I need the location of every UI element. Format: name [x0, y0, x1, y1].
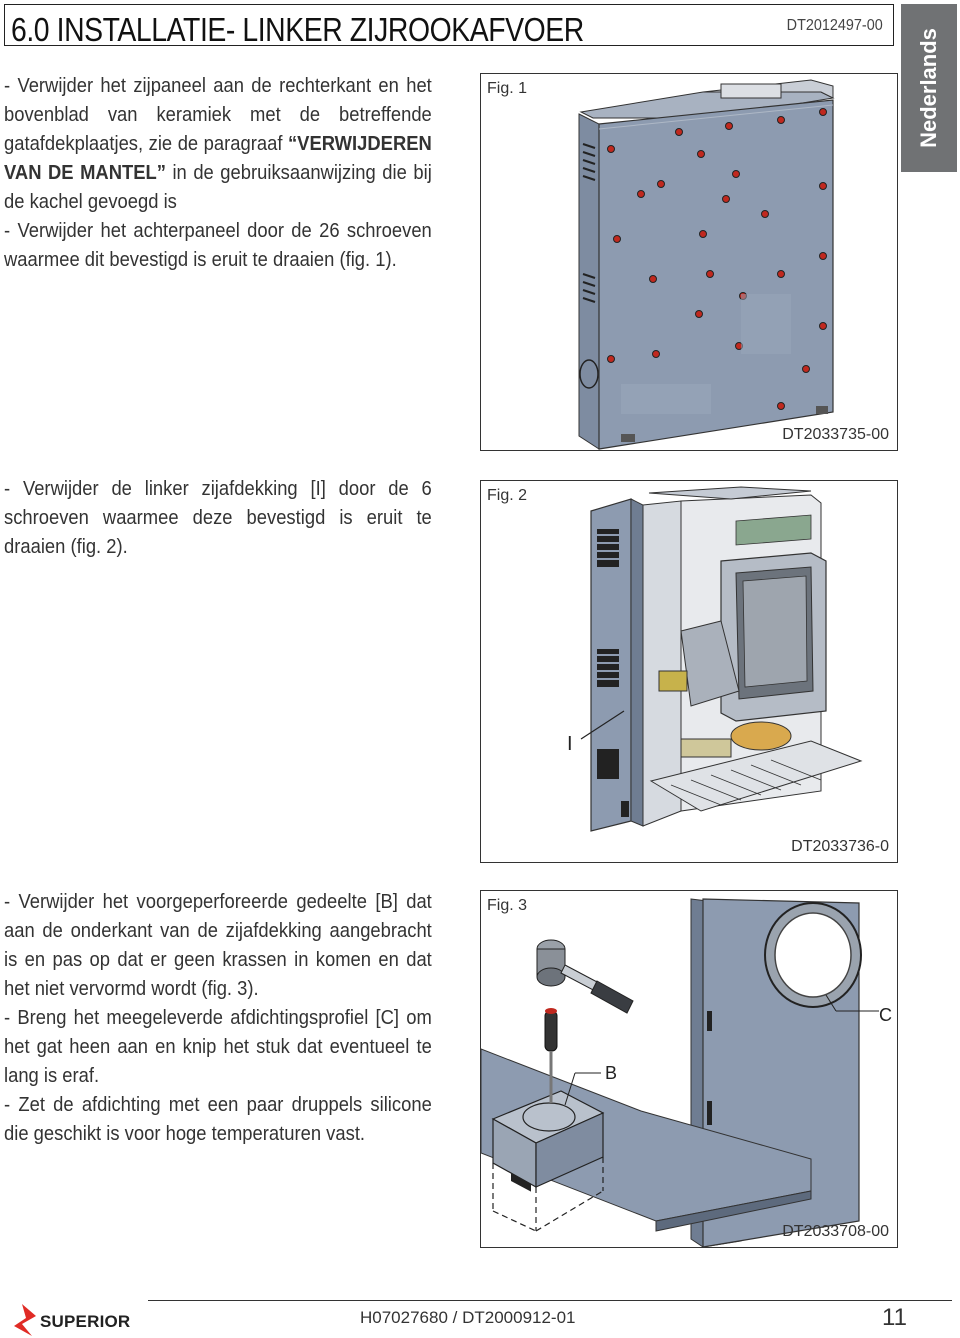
- language-label: Nederlands: [916, 28, 941, 148]
- figure-3-code: DT2033708-00: [782, 1223, 889, 1240]
- section3-step1: - Verwijder het voorgeperforeerde gedeel…: [4, 891, 432, 1000]
- section3-step3: - Zet de afdichting met een paar druppel…: [4, 1094, 432, 1145]
- figure-1-label: Fig. 1: [487, 80, 528, 97]
- title-bar: 6.0 INSTALLATIE- LINKER ZIJROOKAFVOER DT…: [4, 4, 894, 48]
- figure-2-code: DT2033736-0: [791, 838, 889, 855]
- footer-rule: [148, 1300, 952, 1301]
- section3-text: - Verwijder het voorgeperforeerde gedeel…: [4, 888, 432, 1149]
- page-title: 6.0 INSTALLATIE- LINKER ZIJROOKAFVOER: [11, 11, 584, 48]
- page-number: 11: [882, 1304, 907, 1331]
- section1-text: - Verwijder het zijpaneel aan de rechter…: [4, 72, 432, 275]
- brand-name: SUPERIOR: [40, 1312, 131, 1331]
- language-tab: Nederlands: [901, 4, 957, 172]
- callout-b-label: B: [605, 1063, 618, 1083]
- figure-1: Fig. 1 DT2033735-00: [480, 73, 898, 451]
- figure-2: Fig. 2: [480, 480, 898, 863]
- figure-3-label: Fig. 3: [487, 897, 528, 914]
- section2-text: - Verwijder de linker zijafdekking [I] d…: [4, 475, 432, 562]
- callout-i-label: I: [567, 733, 573, 755]
- superior-logo-icon: [14, 1304, 36, 1336]
- figure-1-code: DT2033735-00: [782, 426, 889, 443]
- figure-3: Fig. 3: [480, 890, 898, 1248]
- stove-side-cover-illustration: [580, 486, 863, 832]
- figure-2-label: Fig. 2: [487, 487, 528, 504]
- section3-step2: - Breng het meegeleverde afdichtingsprof…: [4, 1007, 432, 1087]
- callout-c-label: C: [879, 1005, 892, 1025]
- stove-back-panel-illustration: [578, 79, 835, 450]
- section2-step: - Verwijder de linker zijafdekking [I] d…: [4, 478, 432, 558]
- footer-document-code: H07027680 / DT2000912-01: [360, 1308, 576, 1327]
- knockout-removal-illustration: [481, 898, 879, 1248]
- section1-step1: - Verwijder het zijpaneel aan de rechter…: [4, 75, 432, 213]
- section1-step2: - Verwijder het achterpaneel door de 26 …: [4, 220, 432, 271]
- document-code: DT2012497-00: [786, 17, 883, 34]
